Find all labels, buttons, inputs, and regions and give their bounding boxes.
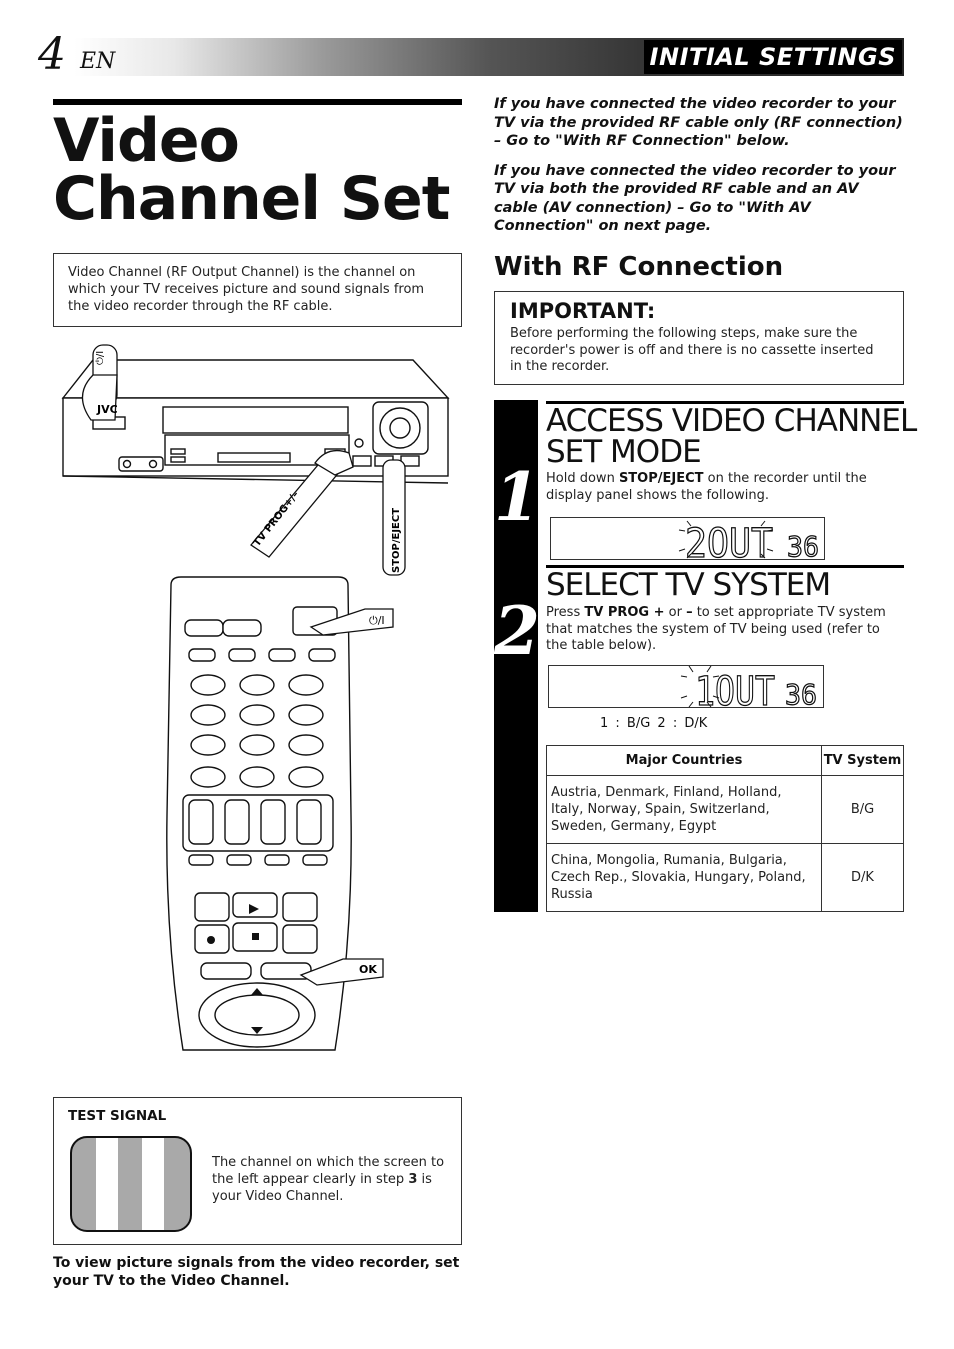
test-text-part1: The channel on which the screen to the l…	[212, 1155, 445, 1187]
rf-instruction: If you have connected the video recorder…	[494, 96, 903, 149]
step-bar	[494, 400, 538, 912]
step-2-number: 2	[494, 592, 540, 670]
display-channel-step1: 36	[787, 530, 819, 561]
table-cell-system: B/G	[821, 775, 904, 844]
display-panel-step1: 2OUT 36	[550, 517, 825, 568]
table-header-row: Major Countries TV System	[546, 745, 904, 776]
display-panel-step2: 1OUT 36	[548, 665, 824, 716]
step-1-text-part1: Hold down	[546, 471, 619, 486]
test-signal-box: TEST SIGNAL The channel on which the scr…	[53, 1097, 462, 1245]
important-title: IMPORTANT:	[510, 299, 656, 323]
title-rule	[53, 99, 462, 105]
table-header-system: TV System	[821, 745, 904, 776]
page-number: 4	[38, 29, 66, 80]
display-segments-step2: 1OUT 36	[680, 665, 818, 716]
step-2-text-or: or	[664, 605, 687, 620]
step-2-rule	[546, 565, 904, 568]
page-title-line2: Channel Set	[53, 164, 450, 234]
step-2-button-plus: TV PROG +	[584, 605, 665, 620]
step-1-rule	[546, 401, 904, 404]
step-2-text: Press TV PROG + or – to set appropriate …	[546, 605, 904, 655]
step-1-title: ACCESS VIDEO CHANNEL SET MODE	[546, 403, 917, 470]
finger-power-remote	[309, 608, 394, 636]
step-1-title-line2: SET MODE	[546, 434, 702, 470]
finger-stop-eject	[382, 459, 406, 576]
display-segments-step1: 2OUT 36	[678, 520, 820, 568]
test-signal-tv-icon	[70, 1136, 192, 1232]
test-signal-label: TEST SIGNAL	[68, 1108, 167, 1124]
intro-box: Video Channel (RF Output Channel) is the…	[53, 253, 462, 327]
important-text: Before performing the following steps, m…	[510, 326, 874, 374]
vcr-illustration	[61, 359, 450, 484]
step-1-title-line1: ACCESS VIDEO CHANNEL	[546, 403, 917, 439]
section-title: INITIAL SETTINGS	[643, 40, 902, 74]
label-ok: OK	[359, 963, 377, 976]
label-stop-eject: STOP/EJECT	[391, 508, 402, 573]
important-box: IMPORTANT: Before performing the followi…	[494, 291, 904, 385]
finger-tv-prog	[250, 449, 354, 558]
table-row: China, Mongolia, Rumania, Bulgaria, Czec…	[546, 843, 904, 912]
step-2-title: SELECT TV SYSTEM	[546, 567, 831, 603]
display-main-step2: 1OUT	[695, 669, 775, 709]
table-cell-countries: China, Mongolia, Rumania, Bulgaria, Czec…	[546, 843, 822, 912]
label-power-vcr: ⏻/I	[95, 351, 106, 365]
tv-system-table: Major Countries TV System Austria, Denma…	[546, 745, 904, 912]
av-instruction: If you have connected the video recorder…	[494, 162, 896, 235]
step-1-button-name: STOP/EJECT	[618, 471, 704, 486]
tv-system-legend: 1 : B/G 2 : D/K	[600, 716, 708, 731]
table-cell-system: D/K	[821, 843, 904, 912]
jvc-logo: JVC	[96, 403, 118, 416]
display-channel-step2: 36	[785, 678, 817, 709]
step-2-button-minus: –	[686, 605, 693, 620]
finger-power-vcr	[81, 344, 118, 421]
bottom-note: To view picture signals from the video r…	[53, 1255, 460, 1289]
step-1-text: Hold down STOP/EJECT on the recorder unt…	[546, 471, 904, 504]
connection-instructions: If you have connected the video recorder…	[494, 95, 904, 247]
display-main-step1: 2OUT	[685, 521, 773, 561]
step-2-text-part2: to set appropriate TV system that matche…	[546, 605, 886, 653]
vcr-remote-illustration: ⏻/I JVC TV PROG+/– STOP/EJECT	[61, 344, 450, 1051]
step-2-text-part1: Press	[546, 605, 585, 620]
table-row: Austria, Denmark, Finland, Holland, Ital…	[546, 775, 904, 844]
page-title: Video Channel Set	[53, 106, 473, 234]
page-language: EN	[80, 49, 116, 74]
table-header-countries: Major Countries	[546, 745, 822, 776]
finger-ok	[299, 958, 384, 986]
test-signal-text: The channel on which the screen to the l…	[212, 1154, 452, 1205]
table-cell-countries: Austria, Denmark, Finland, Holland, Ital…	[546, 775, 822, 844]
label-power-remote: ⏻/I	[369, 614, 385, 627]
page-title-line1: Video	[53, 106, 240, 176]
step-1-number: 1	[494, 458, 540, 536]
test-text-part2: is your Video Channel.	[212, 1172, 432, 1204]
step-1-text-part2: on the recorder until the display panel …	[546, 471, 867, 503]
rf-connection-heading: With RF Connection	[494, 252, 784, 282]
test-step-ref: 3	[408, 1172, 418, 1187]
